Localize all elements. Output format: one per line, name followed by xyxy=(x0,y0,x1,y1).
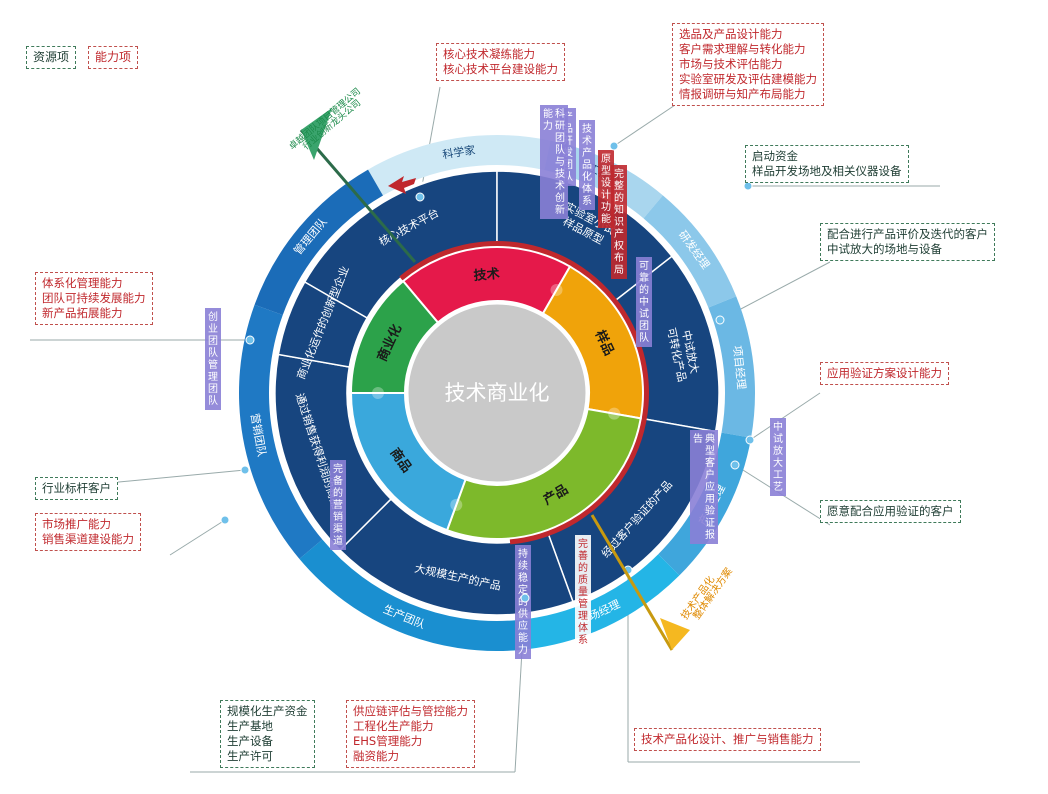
capability-tag xyxy=(330,460,346,550)
segment-arrow xyxy=(608,407,621,420)
position-dot xyxy=(520,593,530,603)
callout-startup-resources: 启动资金样品开发场地及相关仪器设备 xyxy=(745,145,909,183)
legend-capability: 能力项 xyxy=(88,46,139,69)
position-dot xyxy=(745,435,755,445)
green-flag-pole xyxy=(299,129,417,263)
callout-validation-capability: 应用验证方案设计能力 xyxy=(820,362,949,385)
center-label: 技术商业化 xyxy=(445,381,550,405)
capability-tag-label: 完整的知识产权布局 xyxy=(614,167,624,276)
position-dot xyxy=(415,192,425,202)
center-circle xyxy=(405,301,589,485)
yellow-flag xyxy=(660,618,690,650)
capability-tag xyxy=(636,257,652,347)
capability-tag-label: 创业团队管理团队 xyxy=(208,310,218,407)
callout-core-tech-capability: 核心技术凝练能力核心技术平台建设能力 xyxy=(436,43,565,81)
position-dot xyxy=(609,141,619,151)
capability-tag-label: 完备的营销渠道 xyxy=(333,462,343,547)
segment-arrow xyxy=(450,498,463,511)
capability-tag-label: 完善的质量管理体系 xyxy=(578,537,588,646)
yellow-flag-pole xyxy=(590,514,674,651)
position-dot xyxy=(730,460,740,470)
callout-production-resources: 规模化生产资金生产基地生产设备生产许可 xyxy=(220,700,315,768)
position-dot xyxy=(743,181,753,191)
capability-tag-label: 可靠的中试团队 xyxy=(639,261,649,344)
capability-tag-label: 中试放大工艺 xyxy=(773,420,783,493)
capability-tag xyxy=(770,418,786,496)
position-dot xyxy=(220,515,230,525)
red-arrow-icon xyxy=(388,176,416,194)
callout-pilot-resources: 配合进行产品评价及迭代的客户中试放大的场地与设备 xyxy=(820,223,995,261)
legend-resource: 资源项 xyxy=(26,46,77,69)
position-dot xyxy=(245,335,255,345)
segment-arrow xyxy=(372,387,384,399)
callout-benchmark-customer: 行业标杆客户 xyxy=(35,477,118,500)
middle-ring-label: 技术 xyxy=(473,266,500,284)
capability-tag xyxy=(575,535,591,649)
outer-ring-segment xyxy=(708,296,755,438)
callout-validation-customer: 愿意配合应用验证的客户 xyxy=(820,500,961,523)
capability-tag xyxy=(611,165,627,279)
outer-ring-segment xyxy=(643,195,737,308)
callout-management-capability: 体系化管理能力团队可持续发展能力新产品拓展能力 xyxy=(35,272,153,325)
outer-ring-label: 项目经理 xyxy=(730,345,748,390)
capability-tag xyxy=(598,150,614,228)
outer-ring-segment xyxy=(239,304,323,559)
capability-tag-label: 技术产品化体系 xyxy=(582,122,592,207)
position-dot xyxy=(240,465,250,475)
callout-marketing-capability: 市场推广能力销售渠道建设能力 xyxy=(35,513,141,551)
capability-tag xyxy=(690,430,718,544)
callout-productization-capability: 技术产品化设计、推广与销售能力 xyxy=(634,728,821,751)
green-flag xyxy=(301,108,332,160)
outer-ring-label: 科学家 xyxy=(441,143,476,162)
capability-tag xyxy=(540,105,568,219)
middle-ring-segment xyxy=(349,279,440,394)
capability-tag xyxy=(579,120,595,210)
position-dot xyxy=(715,315,725,325)
green-flag-label: 卓越团队项目管理公司 xyxy=(286,85,363,152)
capability-tag-label: 原型设计功能 xyxy=(601,153,611,225)
capability-tag xyxy=(205,308,221,410)
middle-ring-segment xyxy=(445,407,642,540)
capability-tag-label: 典型客户应用验证报告 xyxy=(693,432,715,541)
outer-ring-segment xyxy=(516,554,680,651)
stage-segment xyxy=(277,280,369,368)
capability-tag-label: 科研团队与技术创新能力 xyxy=(543,107,565,216)
outer-ring-segment xyxy=(254,169,383,316)
segment-arrow xyxy=(550,283,563,296)
callout-product-design-capability: 选品及产品设计能力客户需求理解与转化能力市场与技术评估能力实验室研发及评估建模能… xyxy=(672,23,824,106)
outer-ring-segment xyxy=(299,539,520,651)
